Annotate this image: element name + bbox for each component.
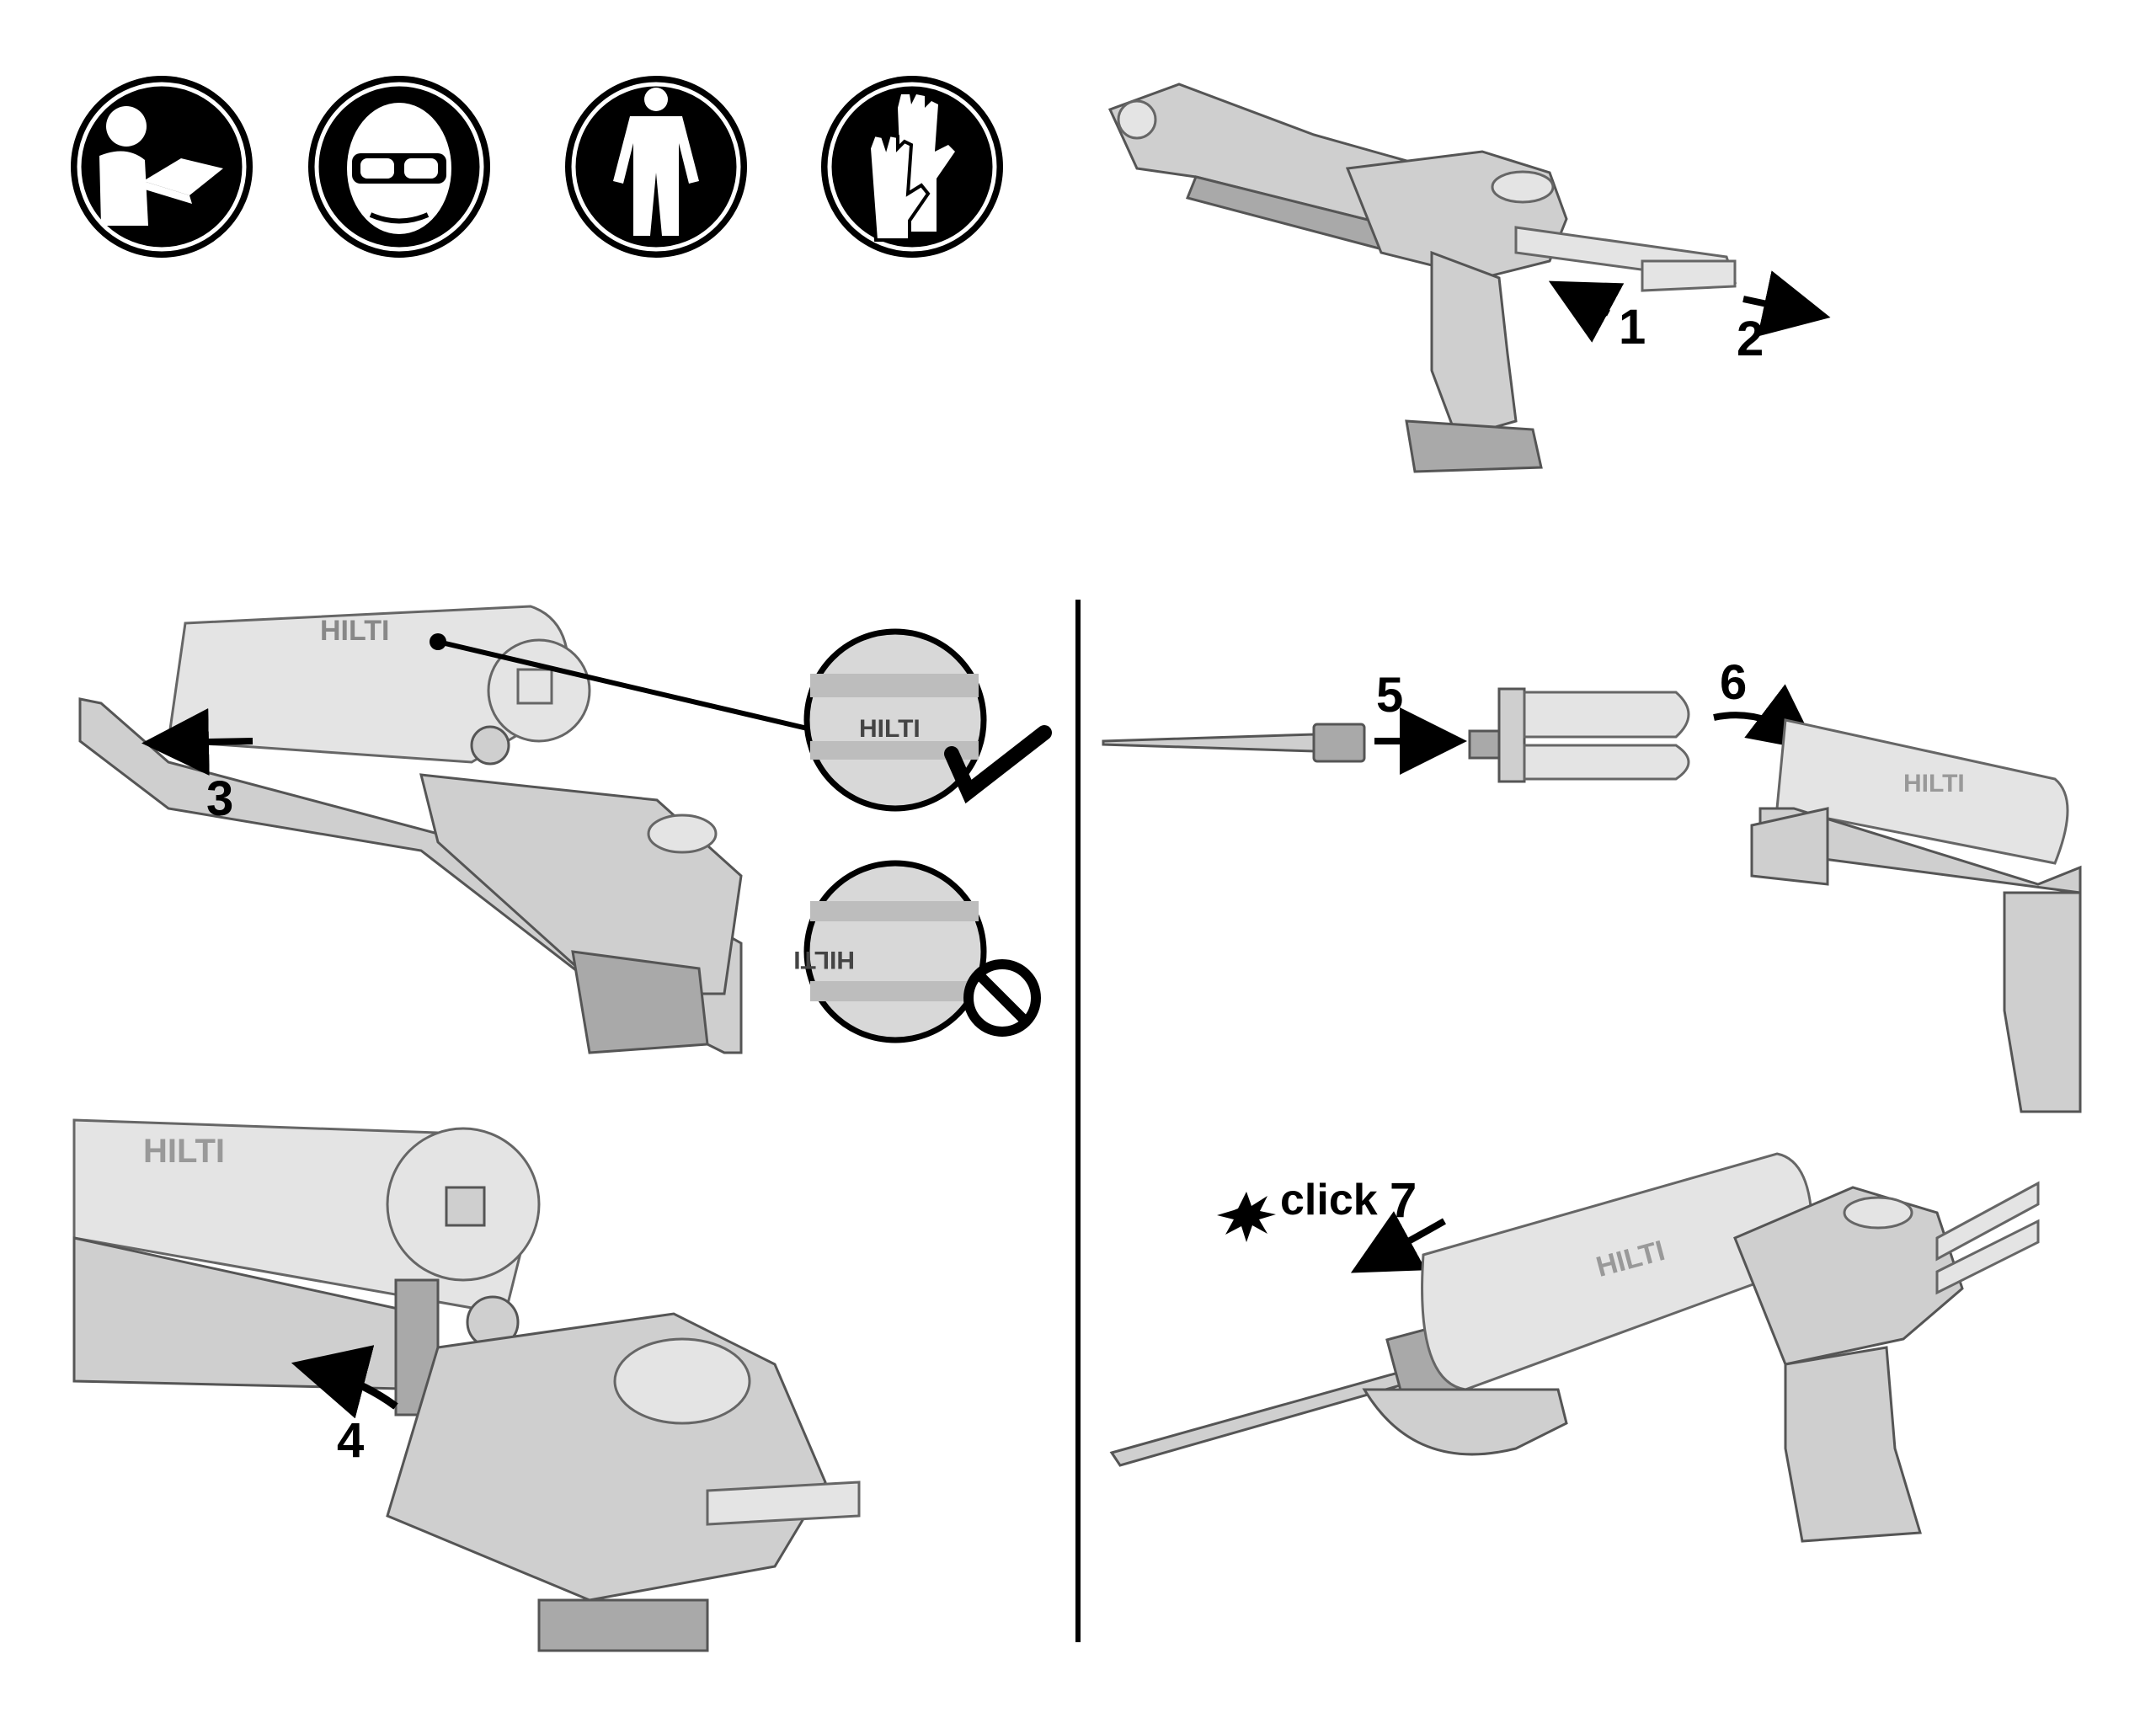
arrow-3 [141,707,253,776]
cartridge-holder-close-illustration: HILTI [72,1118,861,1652]
read-manual-icon [71,76,253,258]
step-5-label: 5 [1376,668,1403,723]
brand-mark-cartridge-6: HILTI [1903,770,1965,798]
dispenser-load-illustration: HILTI [1750,718,2082,1113]
step-2-label: 2 [1737,312,1764,366]
incorrect-orientation-callout: HILTI [793,860,1041,1043]
brand-mark-cartridge-3: HILTI [320,615,389,647]
arrow-4 [291,1345,398,1419]
callout-line [437,639,826,735]
step-4-label: 4 [337,1413,364,1468]
brand-mark-correct: HILTI [859,715,921,743]
foil-pack-cartridge-illustration [1468,687,1690,783]
eye-protection-icon [308,76,490,258]
checkmark-icon [944,725,1052,804]
step-6-label: 6 [1720,655,1747,710]
brand-mark-cartridge-4: HILTI [143,1133,225,1170]
brand-mark-incorrect: HILTI [793,946,855,974]
step-3-label: 3 [206,771,233,826]
arrow-1 [1548,280,1625,343]
correct-orientation-callout: HILTI [803,628,1052,812]
arrow-2 [1742,270,1831,337]
assembled-dispenser-illustration: HILTI [1109,1152,2040,1543]
protective-gloves-icon [821,76,1003,258]
click-label: click [1280,1176,1378,1224]
prohibited-icon [963,959,1041,1037]
protective-clothing-icon [565,76,747,258]
step-1-label: 1 [1619,300,1646,355]
dispenser-illustration-top [1107,83,1737,473]
arrow-7 [1350,1211,1446,1273]
step-7-label: 7 [1390,1173,1417,1228]
mixer-nozzle-illustration [1102,723,1366,763]
cartridge-holder-open-illustration: HILTI [78,605,743,1054]
click-star-icon [1217,1192,1276,1242]
